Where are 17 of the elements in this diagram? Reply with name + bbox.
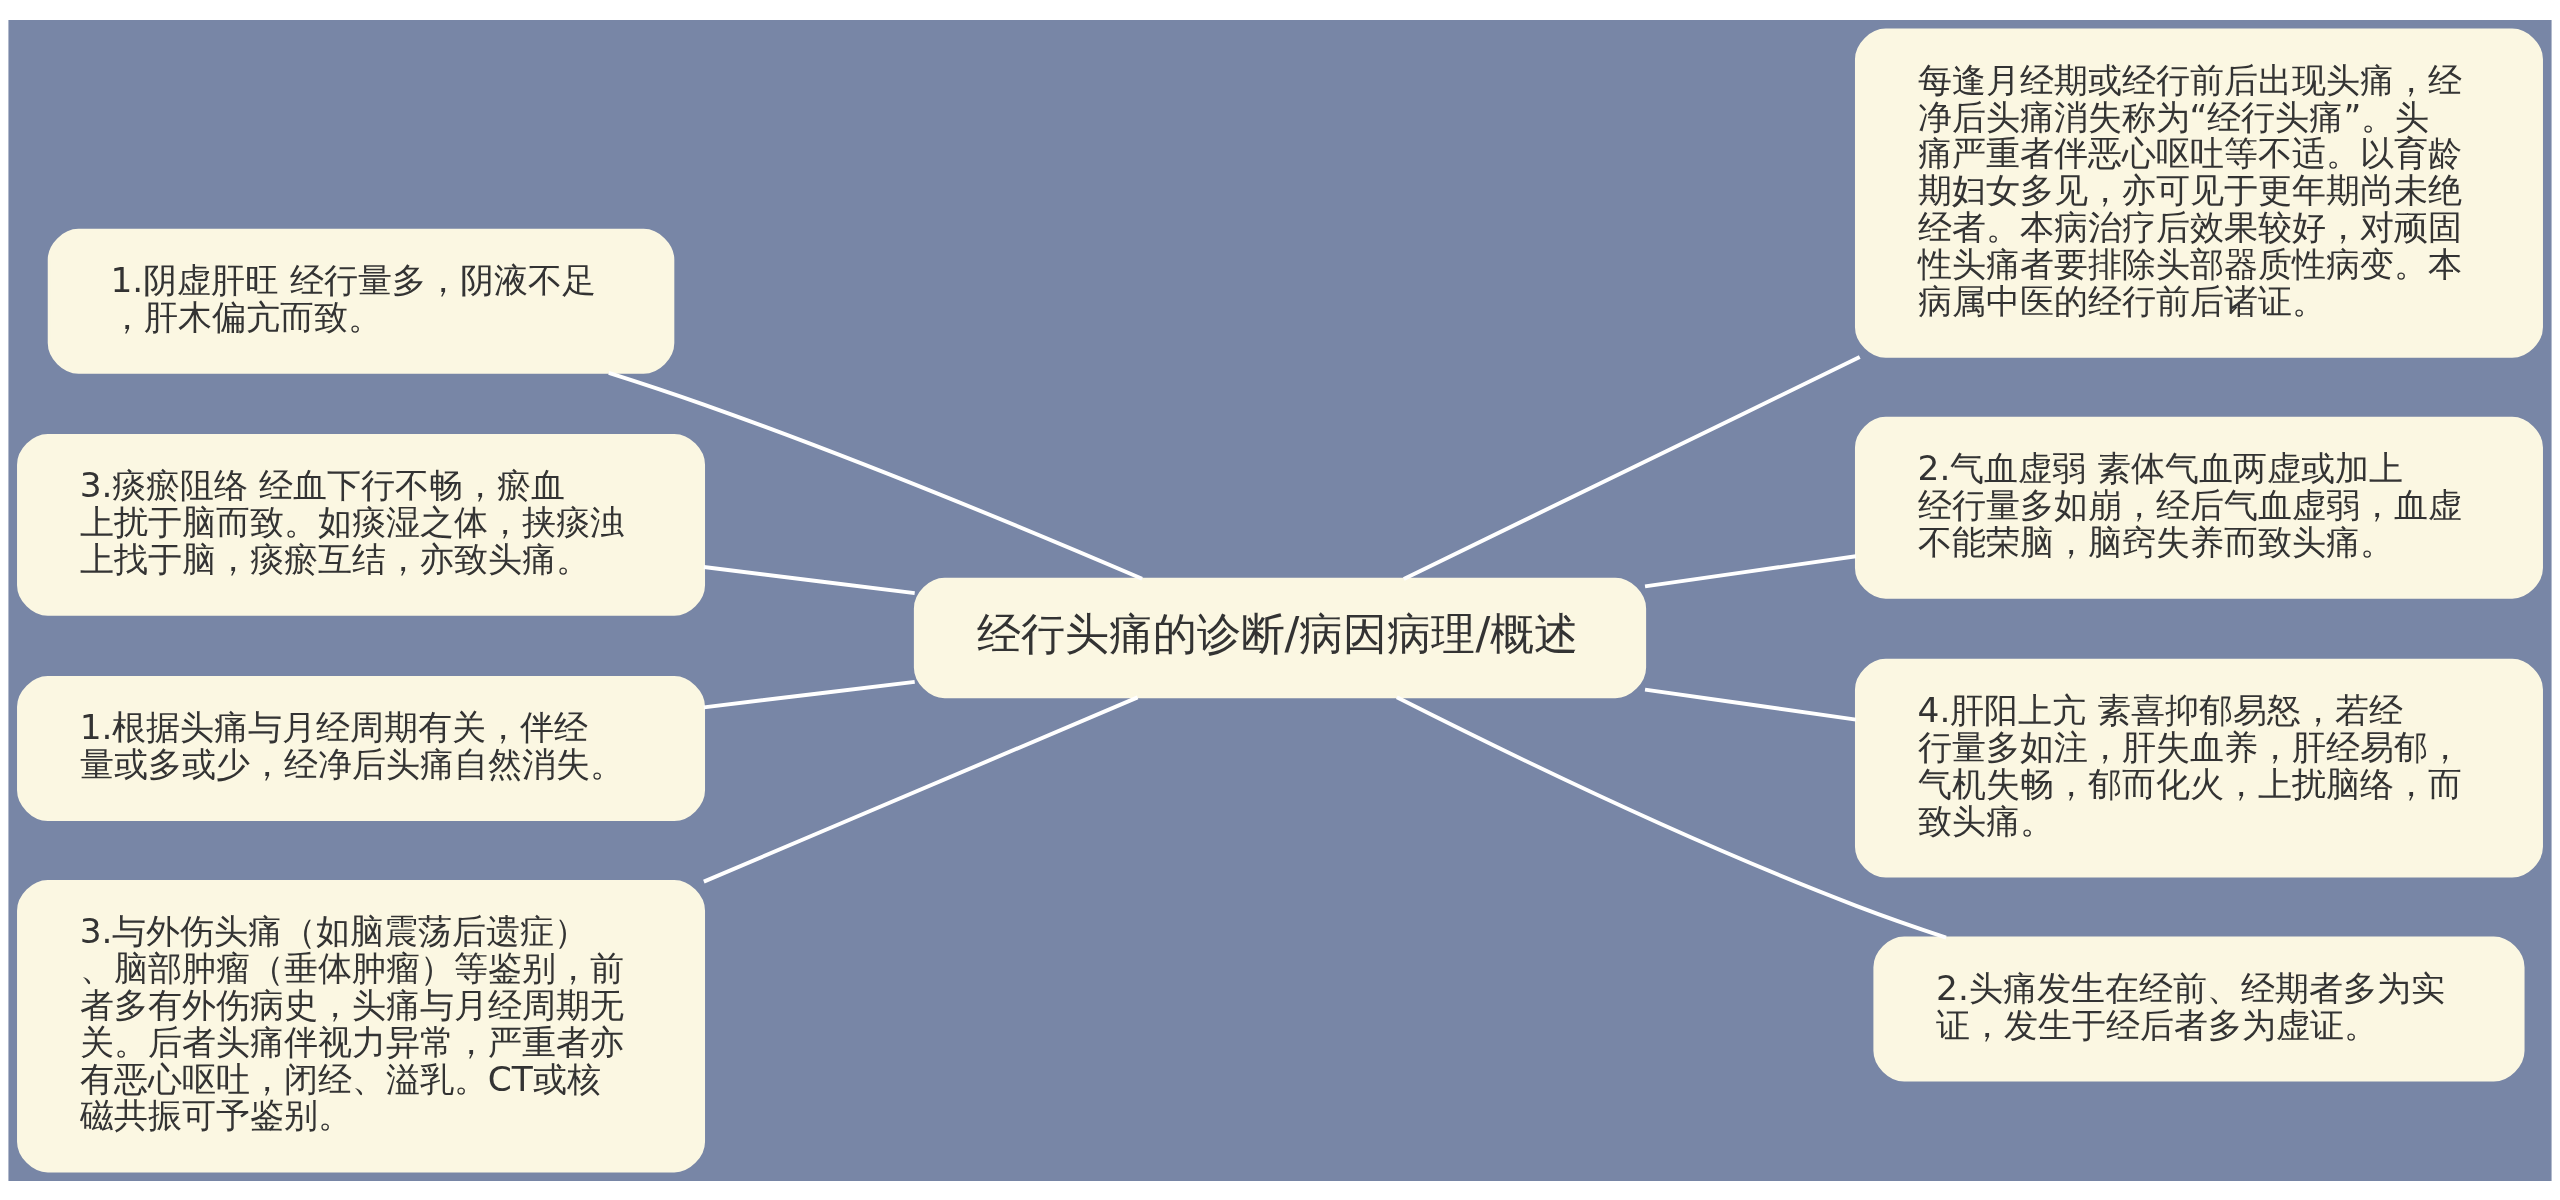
connector [1395,695,1947,939]
node-box: 4.肝阳上亢 素喜抑郁易怒，若经行量多如注，肝失血养，肝经易郁，气机失畅，郁而化火，上扰脑络，而致头痛。 [1854,658,2543,878]
connector [703,564,915,595]
connector [703,679,915,709]
node-box: 2.头痛发生在经前、经期者多为实证，发生于经后者多为虚证。 [1873,936,2525,1081]
connector [703,695,1139,883]
node-box: 1.阴虚肝旺 经行量多，阴液不足，肝木偏亢而致。 [47,228,675,374]
connector [1403,354,1861,581]
node-box: 经行头痛的诊断/病因病理/概述 [913,577,1647,698]
node-box: 2.气血虚弱 素体气血两虚或加上经行量多如崩，经后气血虚弱，血虚不能荣脑，脑窍失养而致头痛。 [1854,416,2543,599]
connector [608,370,1143,581]
node-box: 1.根据头痛与月经周期有关，伴经量或多或少，经净后头痛自然消失。 [17,675,706,821]
connector [1644,553,1857,588]
node-box: 每逢月经期或经行前后出现头痛，经净后头痛消失称为“经行头痛”。头痛严重者伴恶心呕吐等不适。以育龄期妇女多见，亦可见于更年期尚未绝经者。本病治疗后效果较好，对顽固性头痛者要排除头部器质性病变。本病属中医的经行前后诸证。 [1854,28,2543,358]
node-box: 3.与外伤头痛（如脑震荡后遗症）、脑部肿瘤（垂体肿瘤）等鉴别，前者多有外伤病史，头痛与月经周期无关。后者头痛伴视力异常，严重者亦有恶心呕吐，闭经、溢乳。CT或核磁共振可予鉴别。 [17,879,706,1172]
node-box: 3.痰瘀阻络 经血下行不畅，瘀血上扰于脑而致。如痰湿之体，挟痰浊上找于脑，痰瘀互结，亦致头痛。 [17,433,706,616]
connector [1644,687,1857,722]
